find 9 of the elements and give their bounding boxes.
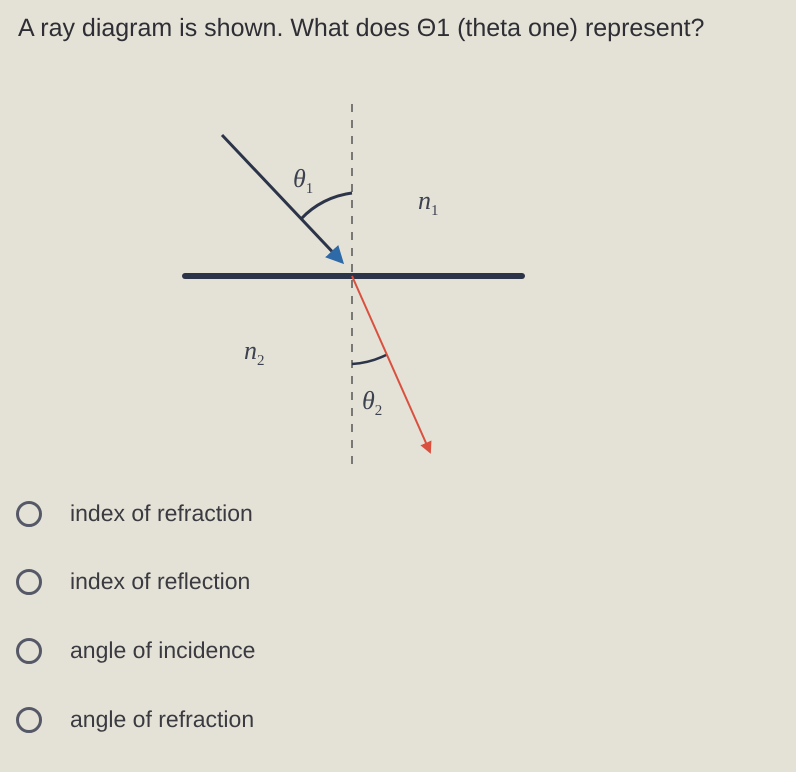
option-text: angle of refraction <box>70 708 254 731</box>
option-text: index of reflection <box>70 570 250 593</box>
refractive-index-symbol: n$_{2}$ <box>244 338 264 370</box>
option-text: angle of incidence <box>70 639 256 662</box>
refractive-index-symbol: n$_{1}$ <box>418 188 438 220</box>
question-text: A ray diagram is shown. What does Θ1 (theta one) represent? <box>18 14 704 43</box>
angle-symbol: θ$_{2}$ <box>362 388 382 420</box>
angle-symbol: θ$_{1}$ <box>293 166 314 198</box>
option-text: index of refraction <box>70 502 253 525</box>
